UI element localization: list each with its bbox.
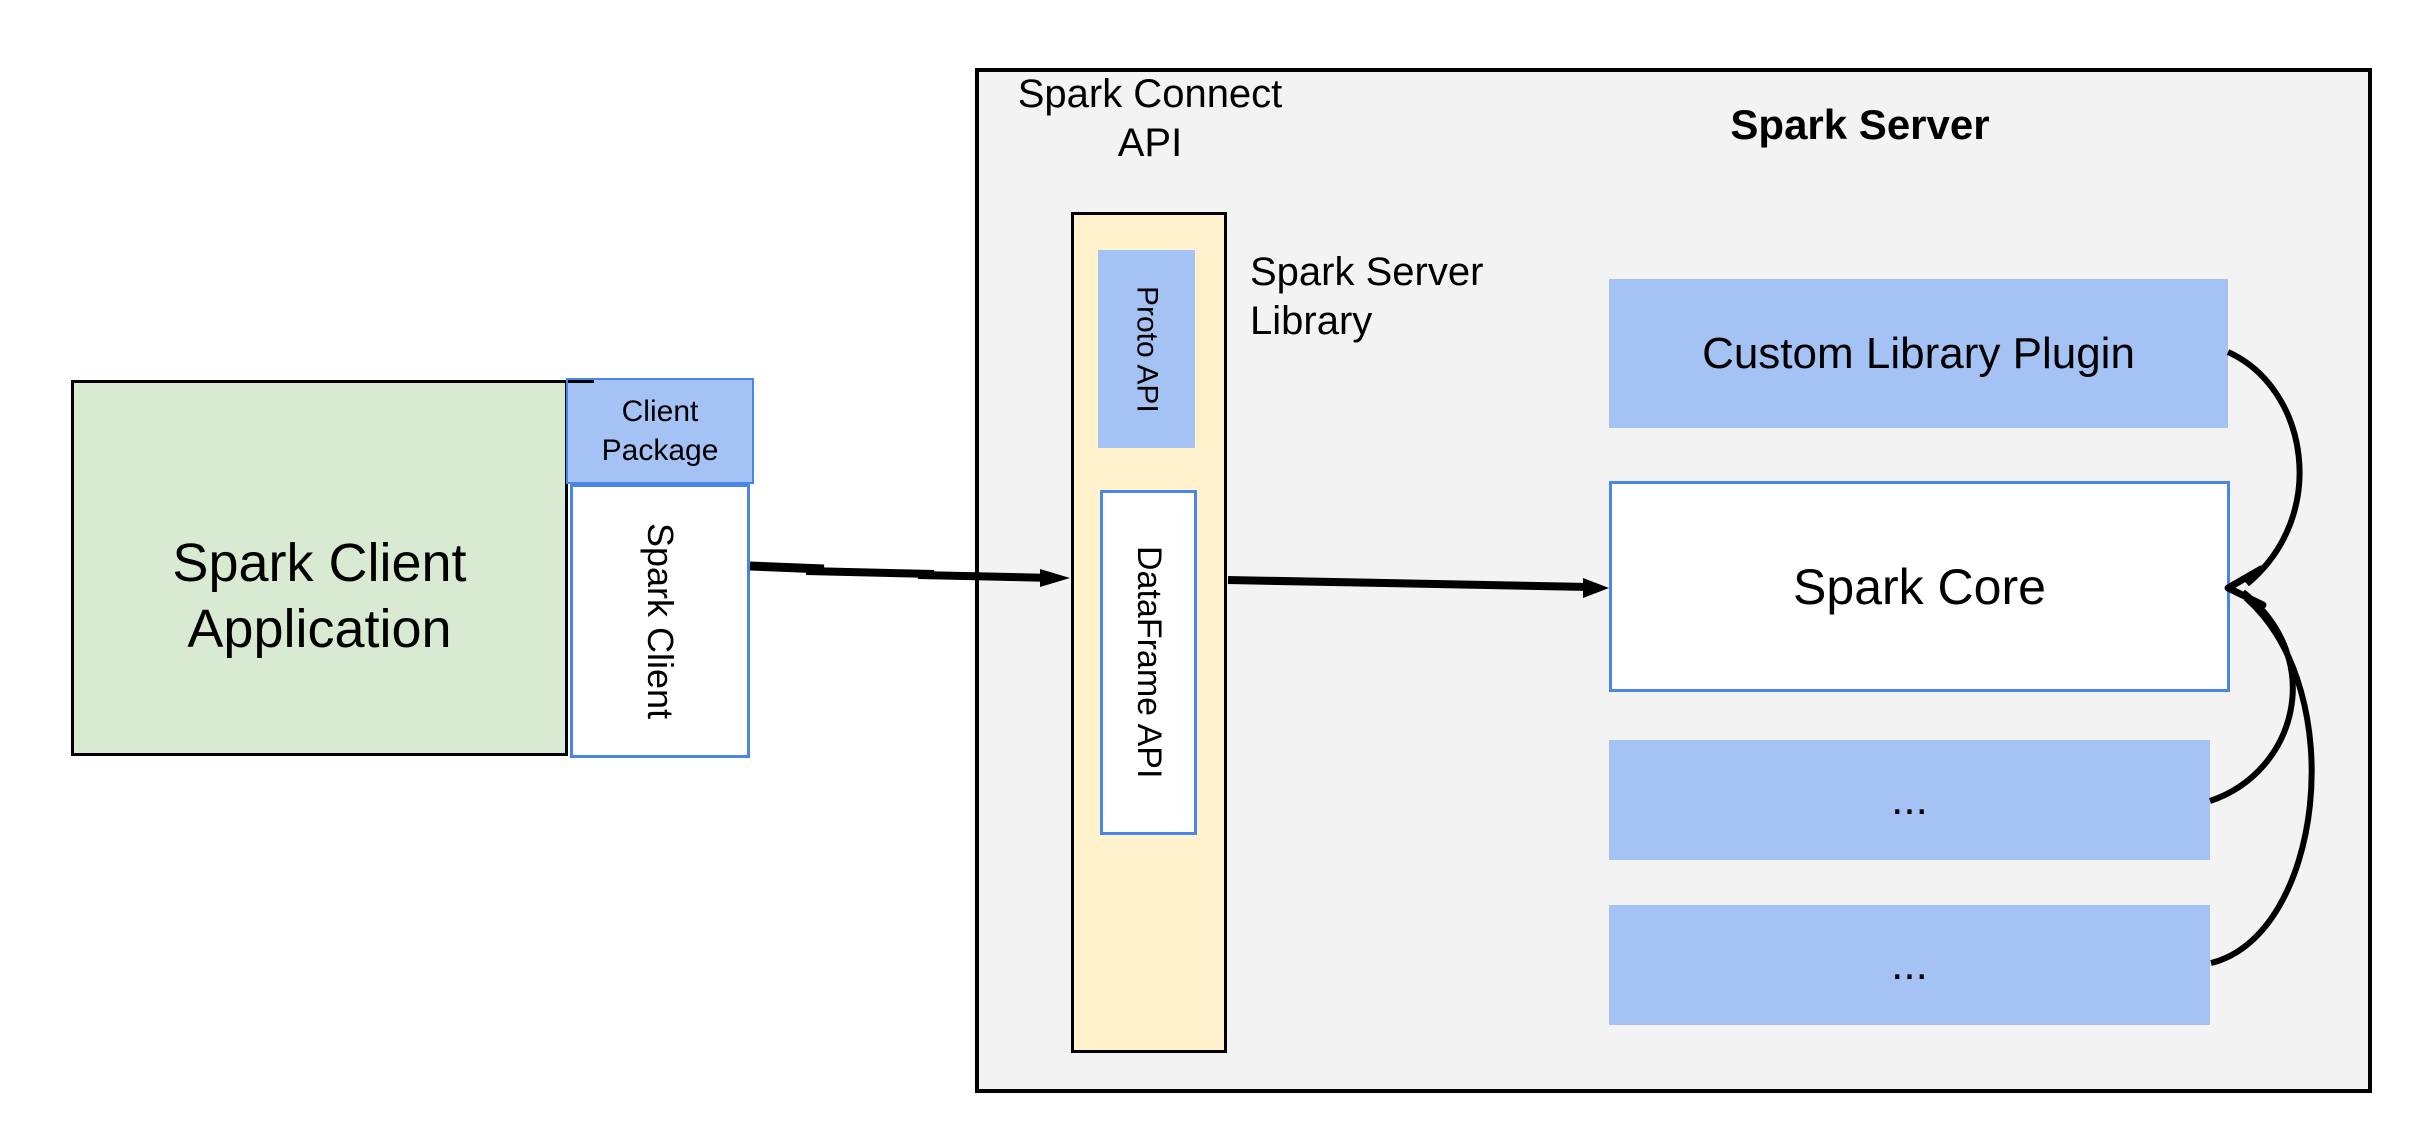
- spark-client-label: Spark Client: [640, 522, 681, 720]
- more-components-box-top: ...: [1609, 740, 2210, 860]
- proto-api-label: Proto API: [1130, 285, 1164, 413]
- more-components-box-bottom: ...: [1609, 905, 2210, 1025]
- client-package-box: Client Package: [566, 378, 754, 484]
- custom-library-plugin-box: Custom Library Plugin: [1609, 279, 2228, 428]
- dataframe-api-box: DataFrame API: [1100, 490, 1197, 835]
- proto-api-box: Proto API: [1098, 250, 1195, 448]
- spark-client-box: Spark Client: [570, 484, 750, 758]
- spark-core-box: Spark Core: [1609, 481, 2230, 692]
- spark-server-library-label: Spark Server Library: [1250, 250, 1484, 343]
- spark-core-label: Spark Core: [1793, 558, 2046, 615]
- spark-client-application-label: Spark Client Application: [172, 533, 467, 659]
- spark-connect-api-label: Spark Connect API: [1017, 72, 1283, 165]
- dataframe-api-label: DataFrame API: [1130, 546, 1168, 779]
- client-package-label: Client Package: [601, 395, 719, 467]
- more-components-bottom-label: ...: [1891, 940, 1928, 989]
- more-components-top-label: ...: [1891, 775, 1928, 824]
- green-box-top-border-stub: [568, 380, 594, 383]
- spark-server-title: Spark Server: [1730, 101, 1990, 148]
- spark-client-application-box: Spark Client Application: [71, 380, 568, 756]
- custom-library-plugin-label: Custom Library Plugin: [1702, 328, 2135, 378]
